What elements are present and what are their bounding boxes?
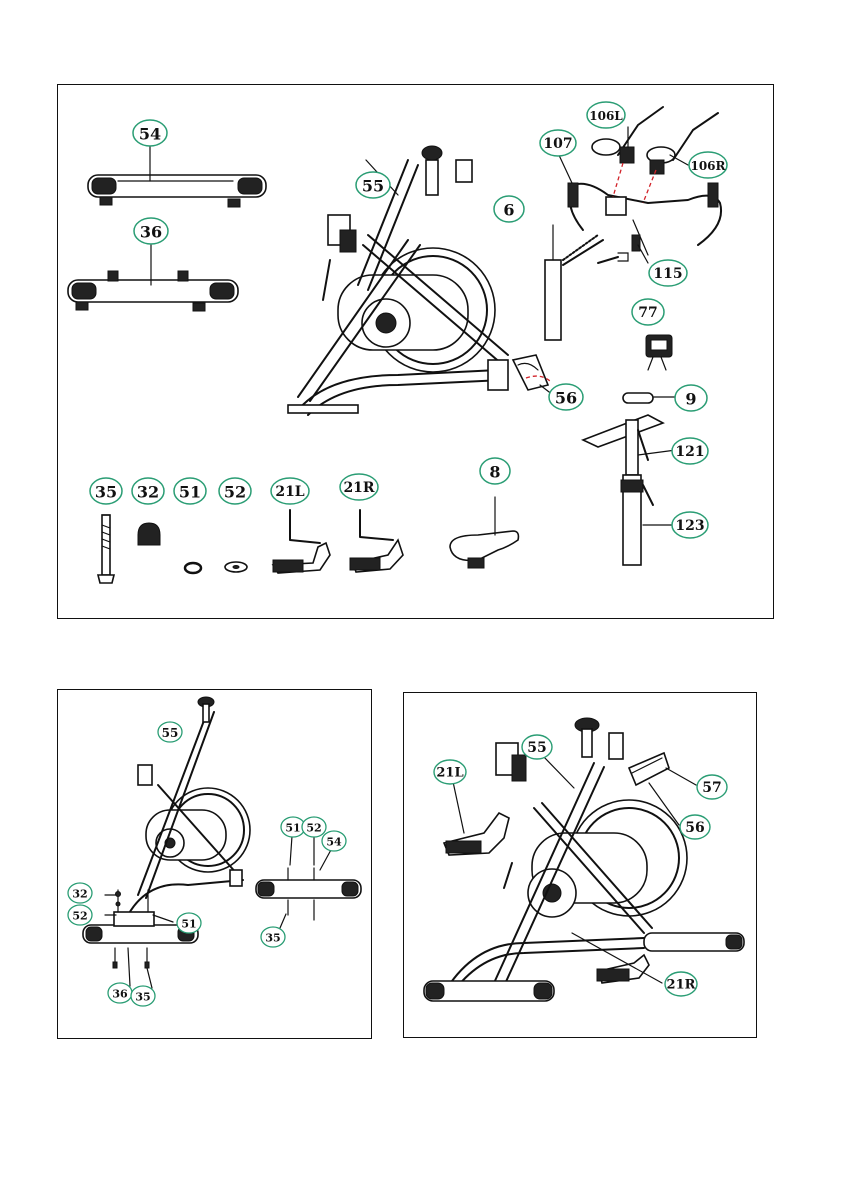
label-55: 55 (362, 177, 384, 196)
label-bl-35a: 35 (265, 932, 280, 945)
label-bl-54: 54 (326, 836, 342, 849)
label-107: 107 (543, 136, 572, 152)
pedal-21R-br (597, 955, 649, 983)
label-br-56: 56 (685, 820, 704, 836)
callout-br-57: 57 (697, 775, 727, 799)
callout-bl-35a: 35 (261, 927, 285, 947)
stabilizer-36 (68, 245, 238, 311)
callout-55: 55 (356, 172, 390, 198)
label-6: 6 (503, 201, 514, 220)
callout-52: 52 (219, 478, 251, 504)
label-77: 77 (638, 305, 657, 321)
callout-br-55: 55 (522, 735, 552, 759)
label-9: 9 (685, 390, 696, 409)
callout-bl-52b: 52 (68, 905, 92, 925)
label-bl-52b: 52 (72, 910, 87, 923)
callout-36: 36 (134, 218, 168, 244)
label-21R: 21R (343, 480, 374, 496)
callout-bl-52a: 52 (302, 817, 326, 837)
callout-51: 51 (174, 478, 206, 504)
callout-77: 77 (632, 299, 664, 325)
handlebar-107 (568, 183, 721, 255)
callout-bl-51b: 51 (177, 913, 201, 933)
saddle-8 (450, 497, 518, 568)
callout-8: 8 (480, 458, 510, 484)
label-br-21L: 21L (436, 766, 463, 781)
label-bl-36: 36 (112, 988, 128, 1001)
bottle-holder-56-br (629, 753, 669, 785)
callout-107: 107 (540, 130, 576, 156)
label-bl-55: 55 (162, 726, 179, 740)
callout-35: 35 (90, 478, 122, 504)
callout-121: 121 (672, 438, 708, 464)
label-54: 54 (139, 125, 161, 144)
label-123: 123 (675, 518, 704, 534)
callout-123: 123 (672, 512, 708, 538)
pedal-bottle-assembly-drawing: 55 21L 57 56 21R (404, 693, 758, 1039)
seat-post-123 (621, 475, 653, 565)
label-br-21R: 21R (667, 978, 696, 993)
callout-115: 115 (649, 260, 687, 286)
label-bl-51b: 51 (181, 918, 196, 931)
label-bl-51a: 51 (285, 822, 300, 835)
lock-ring-51 (185, 563, 201, 573)
callout-21R: 21R (340, 474, 378, 500)
label-56: 56 (555, 389, 577, 408)
callout-106L: 106L (587, 102, 625, 128)
label-br-57: 57 (702, 780, 721, 796)
callout-bl-35b: 35 (131, 986, 155, 1006)
callout-br-56: 56 (680, 815, 710, 839)
label-106L: 106L (589, 109, 623, 123)
label-36: 36 (140, 223, 162, 242)
label-51: 51 (179, 483, 201, 502)
pedal-21R (350, 510, 403, 572)
stabilizer-assembly-drawing: 55 51 52 54 32 52 51 35 36 35 (58, 690, 373, 1040)
callout-bl-32: 32 (68, 883, 92, 903)
label-35: 35 (95, 483, 117, 502)
label-121: 121 (675, 444, 704, 460)
callout-54: 54 (133, 120, 167, 146)
callout-br-21L: 21L (434, 760, 466, 784)
callout-bl-54: 54 (322, 831, 346, 851)
callout-9: 9 (675, 385, 707, 411)
label-bl-52a: 52 (306, 822, 321, 835)
washer-52 (225, 562, 247, 572)
stabilizer-54 (88, 145, 266, 207)
callout-56: 56 (549, 384, 583, 410)
callout-106R: 106R (689, 152, 727, 178)
bottle-holder-56 (513, 355, 550, 390)
callout-21L: 21L (271, 478, 309, 504)
callout-32: 32 (132, 478, 164, 504)
callout-br-21R: 21R (665, 972, 697, 996)
post-6 (545, 225, 628, 340)
label-32: 32 (137, 483, 159, 502)
leader-lines (540, 127, 688, 525)
main-frame-55 (288, 146, 508, 415)
callout-bl-55: 55 (158, 722, 182, 742)
label-br-55: 55 (527, 740, 546, 756)
pedal-bottle-assembly-panel: 55 21L 57 56 21R (403, 692, 757, 1038)
parts-overview-drawing: 54 36 55 6 107 106L 106R 115 77 56 9 (58, 85, 775, 620)
label-bl-35b: 35 (135, 991, 150, 1004)
bike-frame-55 (128, 697, 250, 915)
stabilizer-assembly-panel: 55 51 52 54 32 52 51 35 36 35 (57, 689, 372, 1039)
pedal-21L (273, 510, 330, 573)
label-52: 52 (224, 483, 246, 502)
bolt-35 (98, 515, 114, 583)
callout-6: 6 (494, 196, 524, 222)
console-77 (646, 335, 672, 370)
pedal-21L-br (444, 813, 509, 855)
parts-overview-panel: 54 36 55 6 107 106L 106R 115 77 56 9 (57, 84, 774, 619)
bike-frame-55-br (424, 718, 744, 1001)
callout-bl-36: 36 (108, 983, 132, 1003)
label-21L: 21L (275, 484, 304, 500)
label-106R: 106R (690, 159, 726, 173)
label-8: 8 (489, 463, 500, 482)
front-stabilizer-54 (256, 868, 361, 920)
cap-nut-32 (138, 523, 160, 545)
seat-slider-121 (583, 393, 663, 475)
label-bl-32: 32 (72, 888, 87, 901)
label-115: 115 (653, 266, 682, 282)
